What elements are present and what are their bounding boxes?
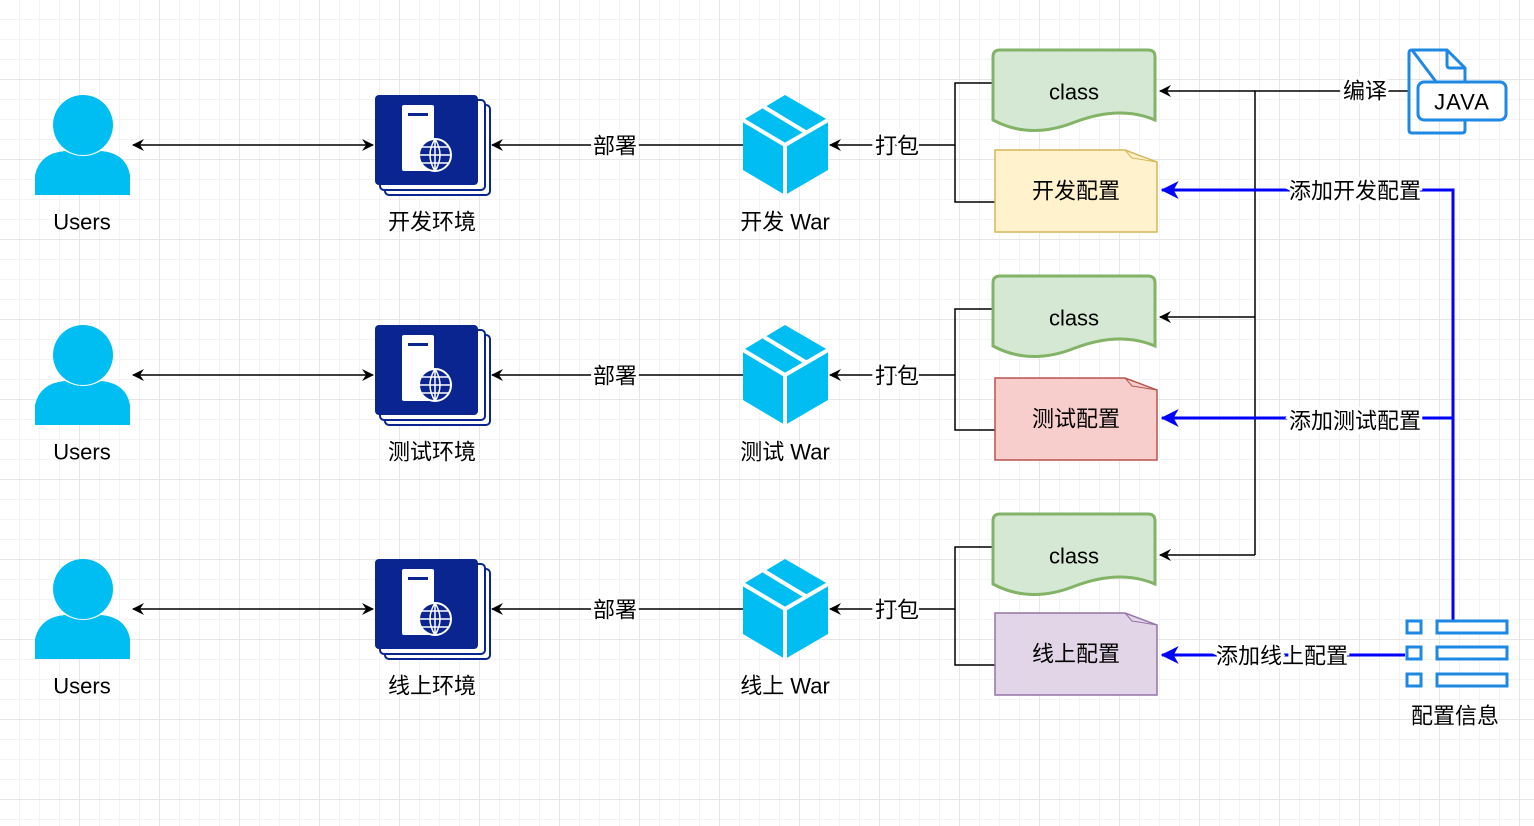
bracket-edge[interactable] [954, 308, 995, 431]
deploy-label: 部署 [593, 598, 637, 623]
user-body [35, 151, 130, 195]
user-body [35, 381, 130, 425]
java-badge [1416, 80, 1508, 122]
class-label: class [1049, 306, 1099, 331]
user-head [53, 95, 113, 155]
user-icon [35, 95, 130, 195]
add-config-label: 添加线上配置 [1216, 644, 1348, 669]
server-label: 开发环境 [388, 210, 476, 235]
globe-lines [419, 368, 451, 402]
server-icon [375, 325, 491, 426]
server-label: 测试环境 [388, 440, 476, 465]
bracket-edge[interactable] [954, 82, 995, 203]
user-head [53, 559, 113, 619]
server-slot [408, 113, 428, 116]
list-bullet [1405, 672, 1423, 688]
class-document[interactable] [991, 48, 1157, 132]
package-label: 打包 [875, 598, 919, 623]
class-label: class [1049, 80, 1099, 105]
list-bar [1435, 619, 1509, 635]
package-cube-icon [741, 325, 830, 425]
class-label: class [1049, 544, 1099, 569]
list-bullet [1405, 645, 1423, 661]
list-bullet [1405, 619, 1423, 635]
add-dev-config-edge[interactable] [1160, 181, 1455, 620]
server-icon [375, 95, 491, 196]
package-cube-icon [741, 95, 830, 195]
cube-edges [741, 335, 830, 425]
add-config-label: 添加开发配置 [1289, 179, 1421, 204]
config-info-label: 配置信息 [1411, 704, 1499, 729]
add-config-label: 添加测试配置 [1289, 409, 1421, 434]
class-document[interactable] [991, 274, 1157, 358]
config-label: 开发配置 [1032, 179, 1120, 204]
deploy-label: 部署 [593, 364, 637, 389]
cube-edges [741, 569, 830, 659]
server-icon [375, 559, 491, 660]
package-label: 打包 [875, 364, 919, 389]
java-file-outline [1407, 48, 1467, 135]
java-file-icon [1407, 48, 1508, 135]
class-document[interactable] [991, 512, 1157, 596]
user-body [35, 615, 130, 659]
list-bar [1435, 672, 1509, 688]
config-label: 测试配置 [1032, 407, 1120, 432]
compile-trunk-edge[interactable] [1254, 90, 1408, 555]
package-label: 打包 [875, 134, 919, 159]
war-label: 线上 War [740, 674, 830, 699]
config-label: 线上配置 [1032, 642, 1120, 667]
package-cube-icon [741, 559, 830, 659]
java-icon-text: JAVA [1434, 90, 1490, 115]
cube-edges [741, 105, 830, 195]
globe-lines [419, 602, 451, 636]
user-icon [35, 559, 130, 659]
users-label: Users [53, 674, 110, 699]
deploy-label: 部署 [593, 134, 637, 159]
users-label: Users [53, 440, 110, 465]
note-fold [1124, 149, 1158, 163]
bracket-edge[interactable] [954, 546, 995, 666]
user-head [53, 325, 113, 385]
war-label: 开发 War [740, 210, 830, 235]
user-icon [35, 325, 130, 425]
server-label: 线上环境 [388, 674, 476, 699]
war-label: 测试 War [740, 440, 830, 465]
config-note[interactable] [994, 377, 1158, 461]
globe-lines [419, 138, 451, 172]
config-list-icon [1405, 619, 1509, 688]
note-fold [1124, 377, 1158, 391]
config-note[interactable] [994, 612, 1158, 696]
server-slot [408, 577, 428, 580]
list-bar [1435, 645, 1509, 661]
note-fold [1124, 612, 1158, 626]
server-slot [408, 343, 428, 346]
compile-label: 编译 [1343, 79, 1387, 104]
users-label: Users [53, 210, 110, 235]
config-note[interactable] [994, 149, 1158, 233]
